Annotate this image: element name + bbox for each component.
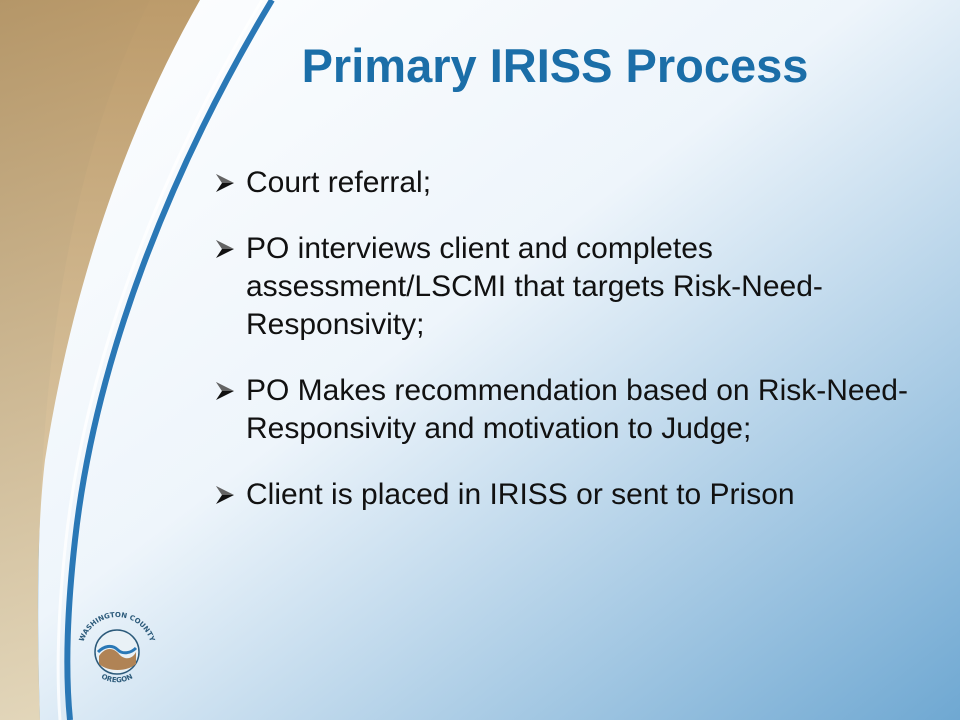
bullet-item: Client is placed in IRISS or sent to Pri… (214, 476, 934, 514)
white-swoosh-line (56, 0, 264, 720)
bullet-item: PO Makes recommendation based on Risk-Ne… (214, 372, 934, 448)
arrow-bullet-icon (216, 240, 234, 258)
arrow-bullet-icon (216, 486, 234, 504)
bullet-text: Client is placed in IRISS or sent to Pri… (246, 478, 795, 511)
bullet-text: PO interviews client and completes asses… (246, 232, 823, 341)
washington-county-oregon-seal-icon: WASHINGTON COUNTY OREGON (78, 612, 157, 684)
logo-text-bottom: OREGON (100, 672, 134, 684)
bullet-text: Court referral; (246, 166, 432, 199)
arrow-bullet-icon (216, 174, 234, 192)
bullet-list: Court referral; PO interviews client and… (214, 164, 934, 542)
tan-swoosh (0, 0, 200, 720)
bullet-text: PO Makes recommendation based on Risk-Ne… (246, 374, 908, 445)
slide-title: Primary IRISS Process (301, 39, 809, 92)
arrow-bullet-icon (216, 382, 234, 400)
bullet-item: Court referral; (214, 164, 934, 202)
blue-swoosh-line (64, 0, 275, 720)
bullet-item: PO interviews client and completes asses… (214, 230, 934, 344)
